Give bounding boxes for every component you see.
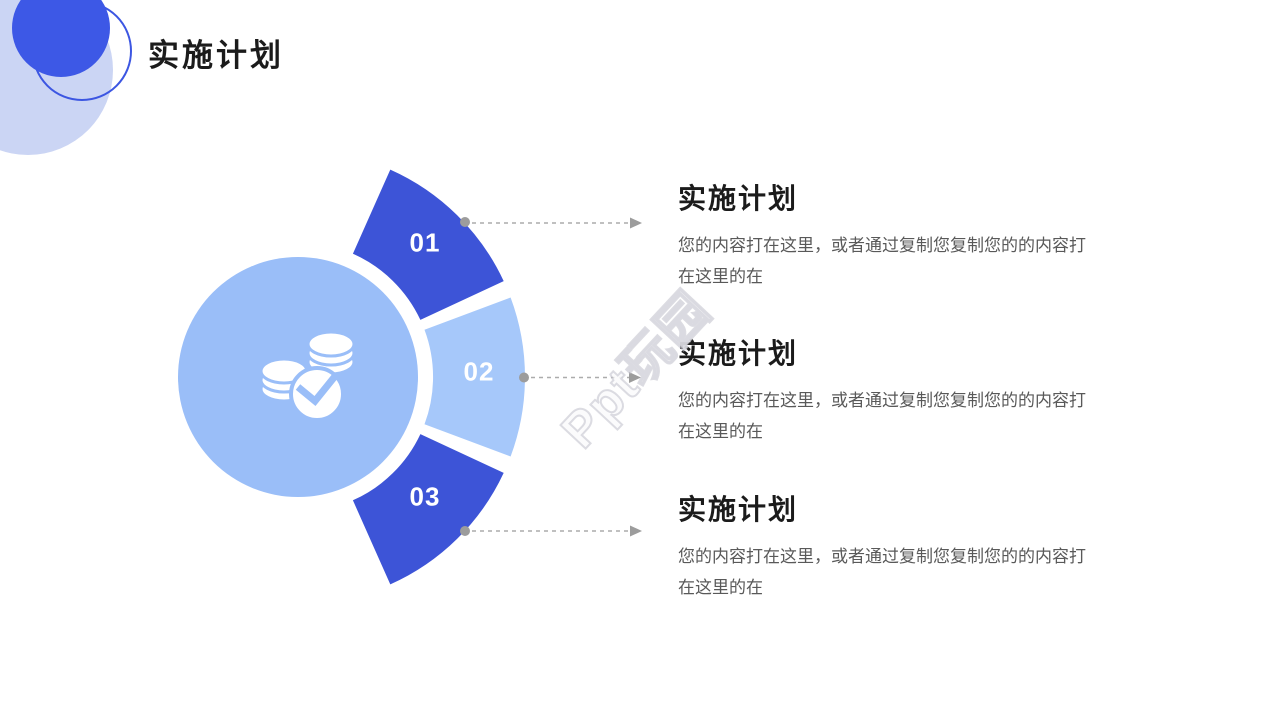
- step-body: 您的内容打在这里，或者通过复制您复制您的的内容打在这里的在: [678, 390, 1086, 441]
- step-heading: 实施计划: [678, 494, 799, 525]
- step-number-02: 02: [463, 356, 495, 387]
- arc-segment-01: [352, 169, 504, 320]
- coins-check-icon: [259, 330, 356, 422]
- arrow-right-icon: [629, 372, 641, 383]
- step-body: 您的内容打在这里，或者通过复制您复制您的的内容打在这里的在: [678, 546, 1086, 597]
- check-icon: [295, 372, 339, 406]
- step-number-01: 01: [409, 227, 441, 258]
- step-heading: 实施计划: [678, 183, 799, 214]
- step-block-2: 实施计划 您的内容打在这里，或者通过复制您复制您的的内容打在这里的在: [678, 337, 1108, 447]
- step-number-03: 03: [409, 481, 441, 512]
- connector-2: [519, 372, 641, 383]
- arc-segment-02: [424, 297, 525, 457]
- step-block-3: 实施计划 您的内容打在这里，或者通过复制您复制您的的内容打在这里的在: [678, 493, 1108, 603]
- step-body: 您的内容打在这里，或者通过复制您复制您的的内容打在这里的在: [678, 235, 1086, 286]
- connector-dot: [519, 372, 529, 383]
- step-heading: 实施计划: [678, 338, 799, 369]
- connector-dot: [460, 217, 470, 227]
- arrow-right-icon: [630, 217, 642, 229]
- connector-dot: [460, 526, 470, 536]
- connector-1: [460, 217, 642, 229]
- decorative-solid-circle: [12, 0, 110, 77]
- arc-segment-03: [352, 434, 504, 585]
- step-block-1: 实施计划 您的内容打在这里，或者通过复制您复制您的的内容打在这里的在: [678, 182, 1108, 292]
- page-title: 实施计划: [148, 38, 284, 73]
- connector-3: [460, 525, 642, 537]
- arrow-right-icon: [630, 525, 642, 537]
